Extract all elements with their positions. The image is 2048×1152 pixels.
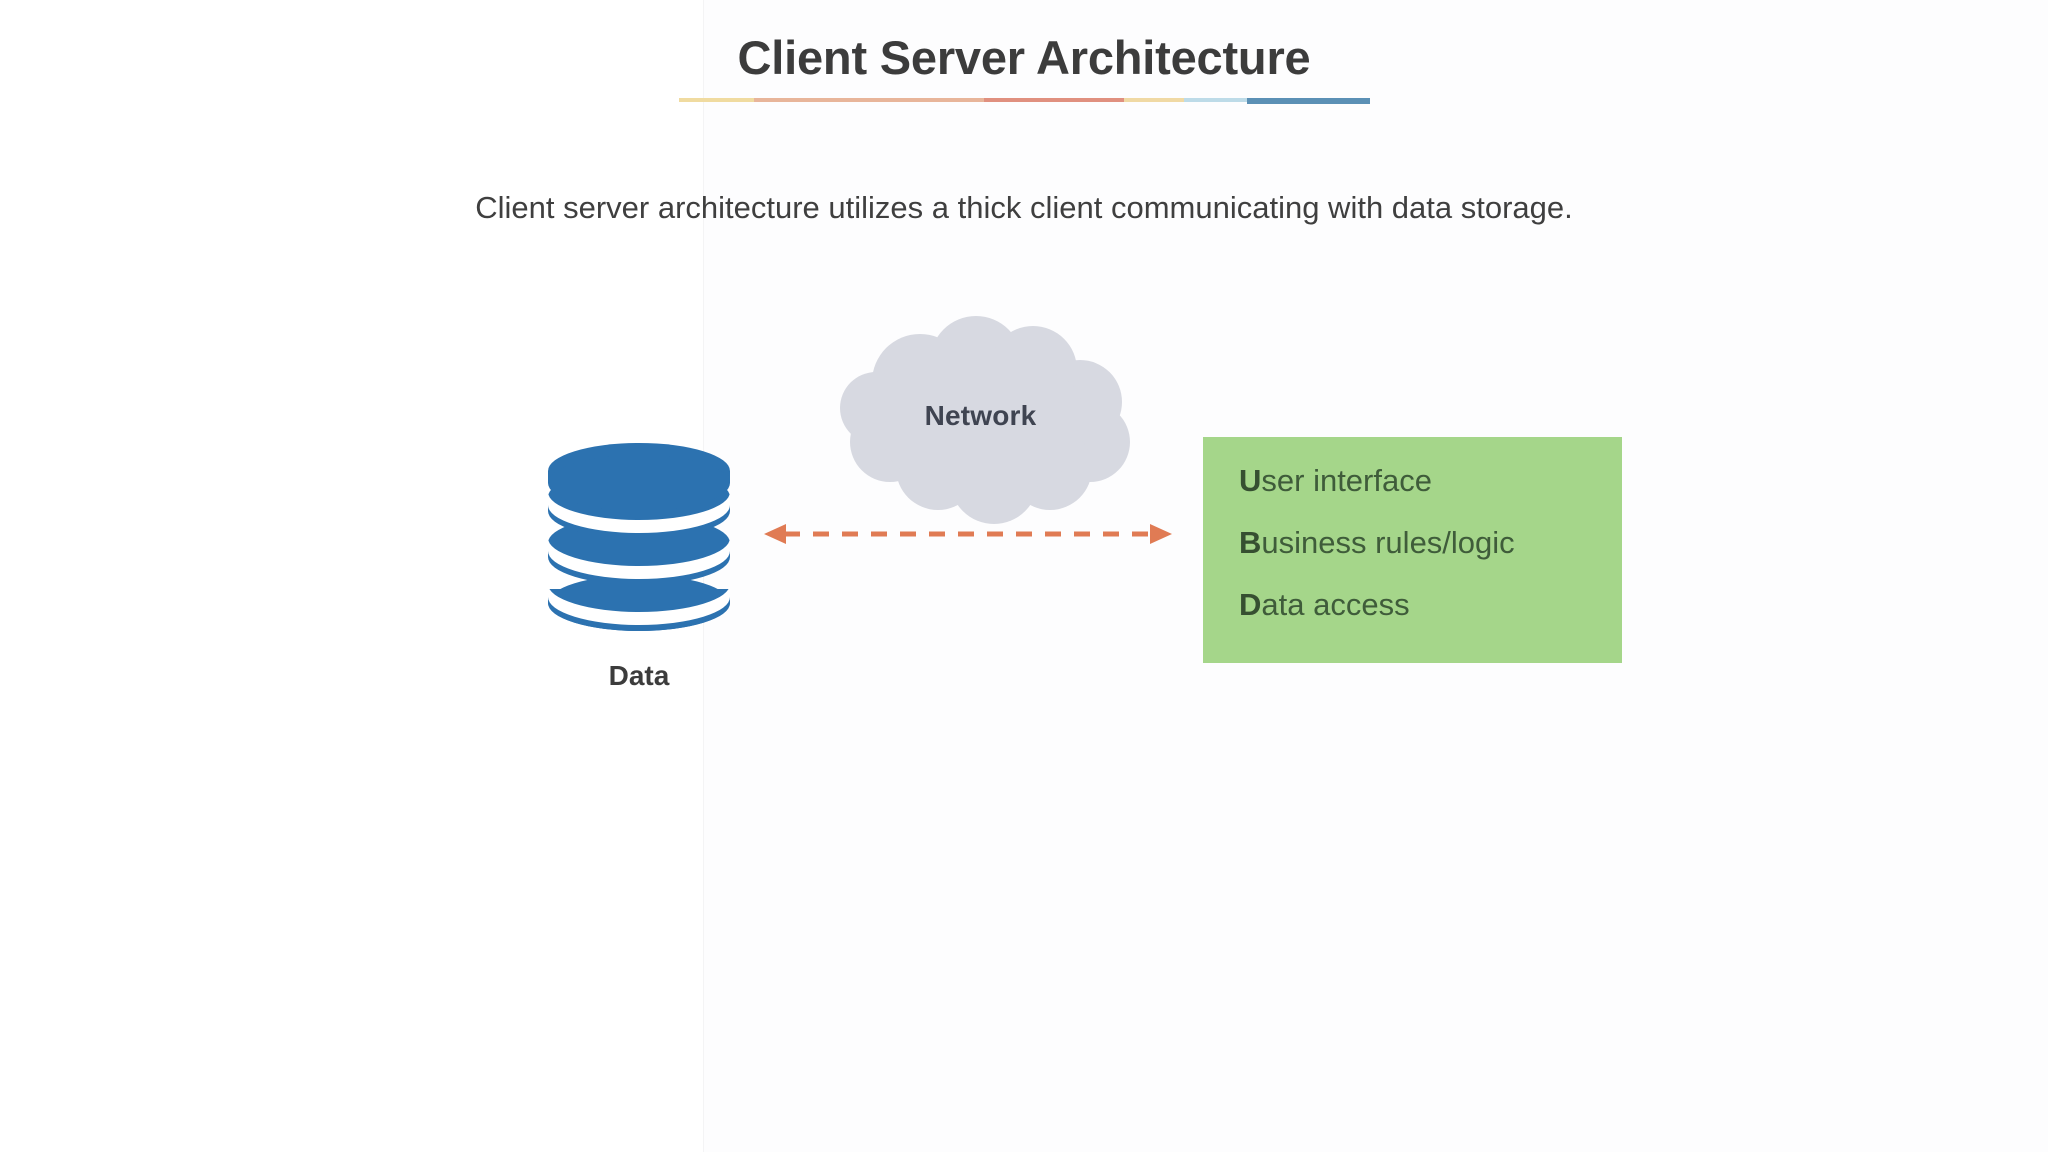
page-title: Client Server Architecture — [737, 31, 1311, 84]
title-underline-segment-3 — [1124, 98, 1184, 102]
title-underline-accent — [679, 98, 1370, 106]
bold-initial-u: U — [1239, 463, 1262, 498]
client-tier-line-data-access: Data access — [1239, 589, 1622, 620]
bold-initial-d: D — [1239, 587, 1262, 622]
database-label: Data — [608, 660, 670, 691]
bold-initial-b: B — [1239, 525, 1262, 560]
title-underline-segment-4 — [1184, 98, 1247, 102]
database-cylinder-icon — [548, 443, 730, 648]
cloud-label: Network — [924, 400, 1037, 431]
page-subtitle: Client server architecture utilizes a th… — [475, 190, 1573, 225]
title-underline-segment-5 — [1247, 98, 1370, 104]
title-underline-segment-2 — [984, 98, 1124, 102]
title-underline-segment-1 — [754, 98, 984, 102]
bidirectional-dashed-arrow — [762, 518, 1174, 550]
client-tier-line-user-interface: User interface — [1239, 465, 1622, 496]
client-tier-line-business-rules: Business rules/logic — [1239, 527, 1622, 558]
cloud-icon — [828, 310, 1133, 525]
title-underline-segment-0 — [679, 98, 754, 102]
line-rest-data-access: ata access — [1261, 587, 1410, 622]
line-rest-business-rules: usiness rules/logic — [1261, 525, 1515, 560]
line-rest-user-interface: ser interface — [1261, 463, 1432, 498]
client-tier-box: User interface Business rules/logic Data… — [1203, 437, 1622, 663]
